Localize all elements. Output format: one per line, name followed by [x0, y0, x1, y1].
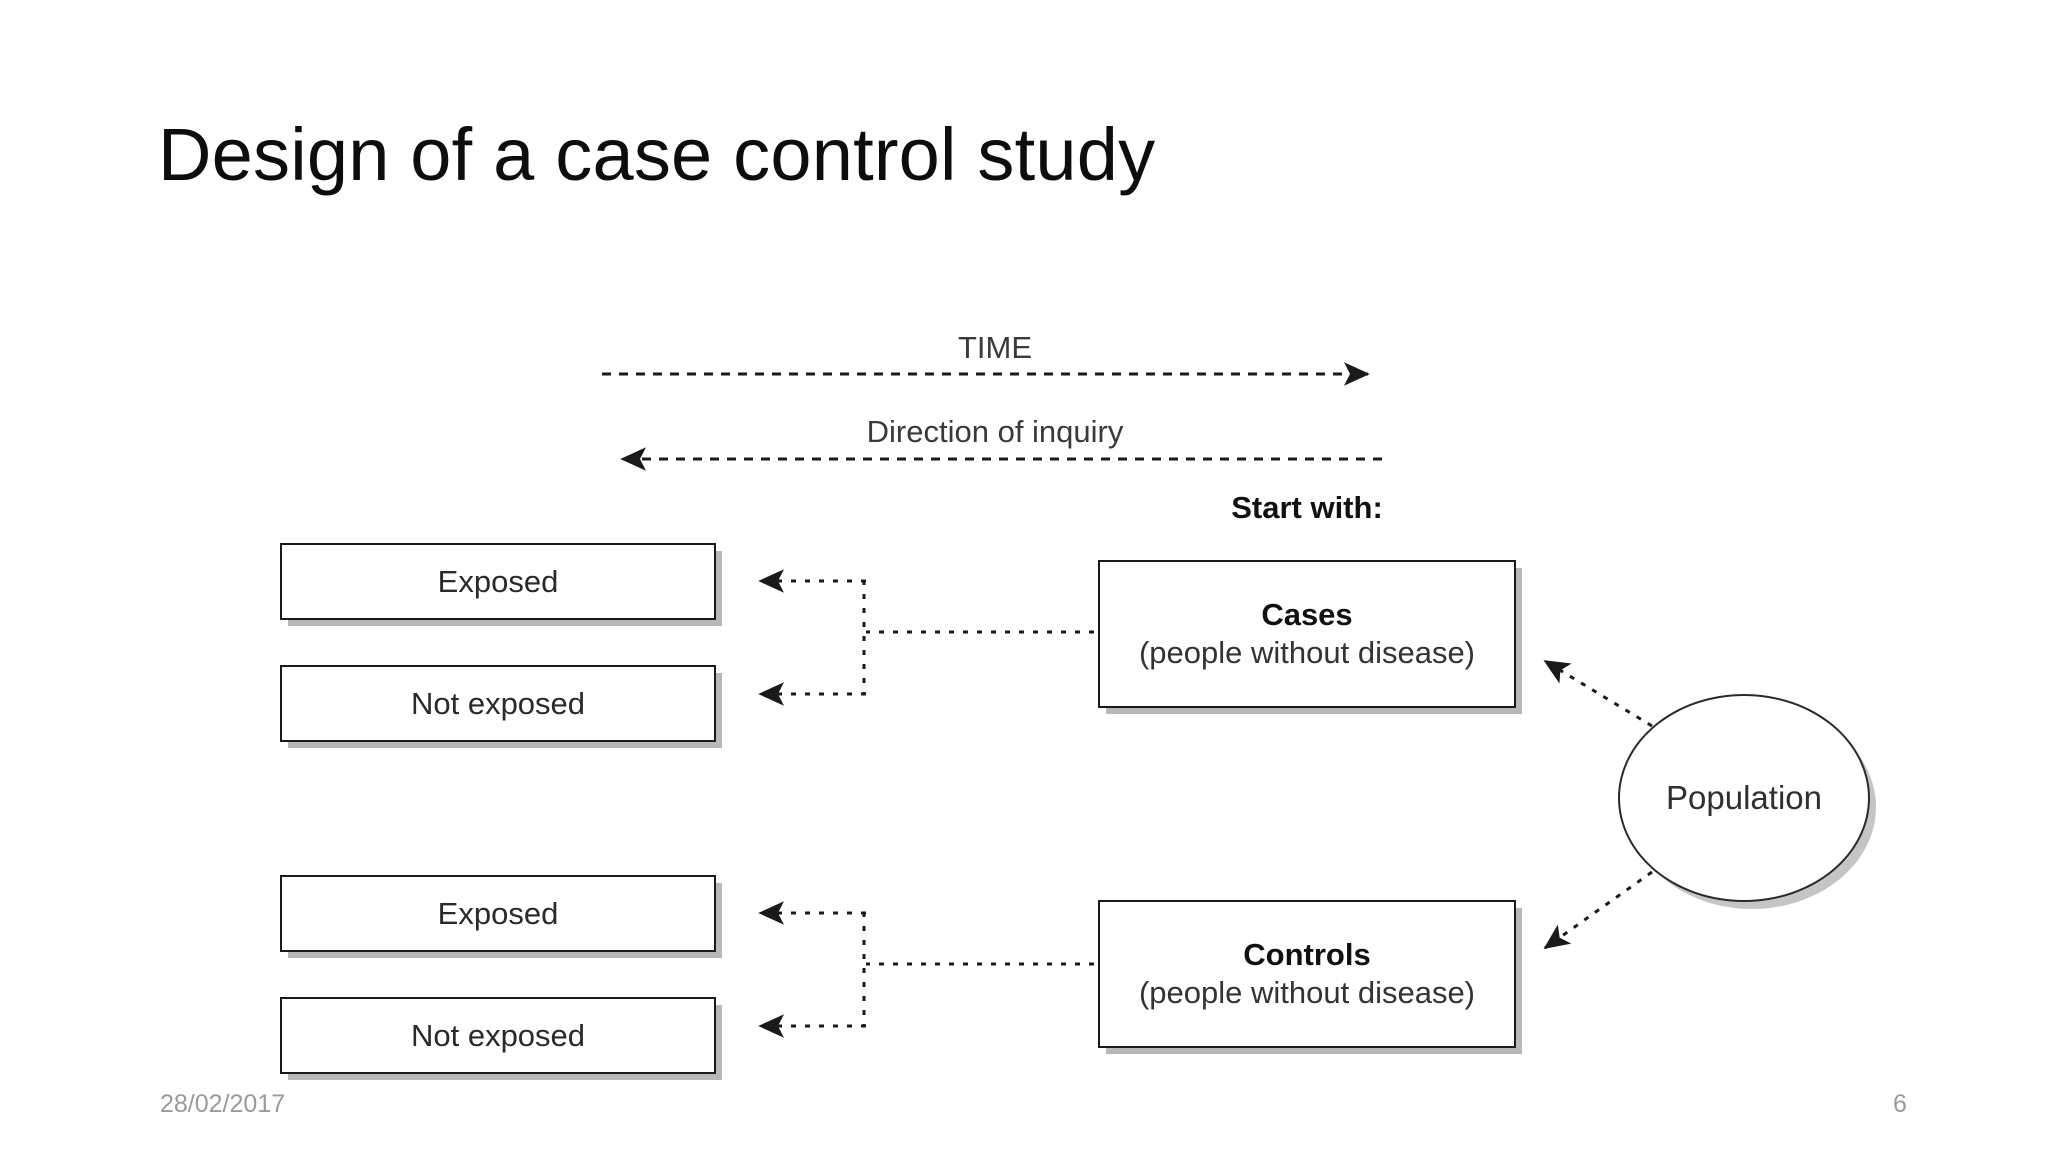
outcome-label: Exposed — [437, 895, 559, 931]
group-title: Controls — [1243, 937, 1371, 972]
outcome-box-cases-not-exposed[interactable]: Not exposed — [280, 665, 716, 742]
outcome-label: Not exposed — [410, 1017, 586, 1053]
outcome-box-controls-exposed[interactable]: Exposed — [280, 875, 716, 952]
outcome-label: Exposed — [437, 563, 559, 599]
footer-date: 28/02/2017 — [160, 1090, 286, 1118]
outcome-label: Not exposed — [410, 685, 586, 721]
group-box-controls[interactable]: Controls (people without disease) — [1098, 900, 1516, 1048]
group-subtitle: (people without disease) — [1138, 635, 1476, 670]
group-title: Cases — [1261, 597, 1353, 632]
population-node[interactable]: Population — [1618, 694, 1870, 902]
start-with-label: Start with: — [1231, 490, 1383, 525]
cases-branch-connector — [758, 569, 1094, 706]
outcome-box-cases-exposed[interactable]: Exposed — [280, 543, 716, 620]
controls-branch-connector — [758, 901, 1094, 1038]
outcome-box-controls-not-exposed[interactable]: Not exposed — [280, 997, 716, 1074]
population-label: Population — [1666, 779, 1822, 816]
time-axis-label: TIME — [957, 330, 1033, 365]
footer-page-number: 6 — [1893, 1090, 1907, 1118]
population-to-controls-arrow — [1543, 870, 1653, 950]
group-box-cases[interactable]: Cases (people without disease) — [1098, 560, 1516, 708]
page-title: Design of a case control study — [158, 113, 1156, 196]
group-subtitle: (people without disease) — [1138, 975, 1476, 1010]
population-to-cases-arrow — [1543, 659, 1653, 728]
inquiry-axis-label: Direction of inquiry — [866, 414, 1124, 449]
